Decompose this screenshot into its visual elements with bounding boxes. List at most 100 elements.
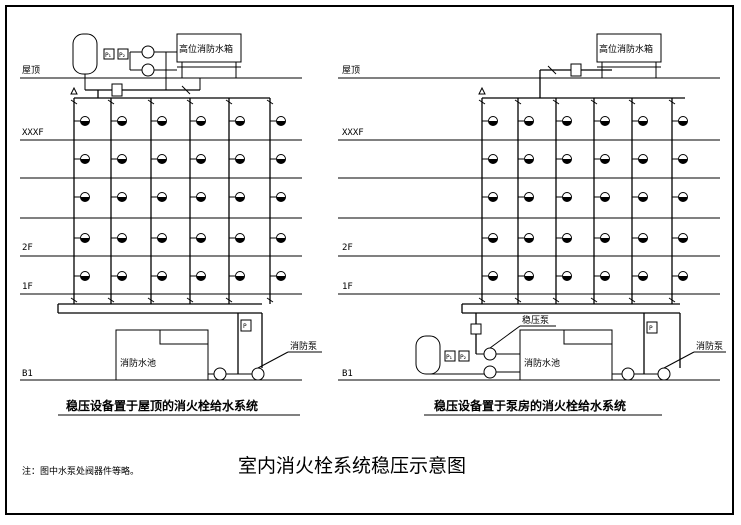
right-pressure-switch-p2-label: P₂ — [460, 354, 467, 361]
hydrant-fill — [488, 238, 498, 243]
hydrant-fill — [117, 159, 127, 164]
hydrant-fill — [117, 276, 127, 281]
riser-valve-icon — [266, 99, 274, 105]
hydrant-fill — [196, 276, 206, 281]
hydrant-fill — [276, 159, 286, 164]
right-floor-label-2f: 2F — [342, 243, 353, 253]
hydrant-fill — [524, 276, 534, 281]
hydrant-fill — [196, 121, 206, 126]
left-pressure-switch-p1 — [103, 48, 115, 60]
hydrant-fill — [678, 276, 688, 281]
hydrant-fill — [562, 197, 572, 202]
left-pressure-switch-p — [240, 319, 252, 332]
hydrant-fill — [80, 276, 90, 281]
hydrant-fill — [678, 197, 688, 202]
left-pressure-vessel — [72, 33, 98, 75]
left-booster-pump-icon — [141, 45, 155, 59]
right-pressure-switch-p1-label: P₁ — [446, 354, 453, 361]
leader-line — [489, 325, 521, 349]
riser-valve-icon — [266, 297, 274, 303]
riser-valve-icon — [514, 99, 522, 105]
riser-valve-icon — [70, 297, 78, 303]
hydrant-fill — [235, 197, 245, 202]
right-fire-pump-icon — [621, 367, 635, 381]
hydrant-fill — [276, 276, 286, 281]
right-roof-water-tank — [596, 33, 662, 63]
right-booster-pump-icon — [483, 347, 497, 361]
right-fire-pump-icon — [657, 367, 671, 381]
right-exhaust-valve-icon — [478, 86, 486, 95]
left-floor-label-b1: B1 — [22, 369, 33, 379]
hydrant-fill — [600, 197, 610, 202]
right-pressure-switch-p1 — [444, 350, 456, 362]
hydrant-fill — [488, 159, 498, 164]
right-fire-pool-label: 消防水池 — [524, 357, 560, 369]
hydrant-fill — [562, 238, 572, 243]
right-booster-pump-icon — [483, 365, 497, 379]
hydrant-fill — [276, 197, 286, 202]
riser-valve-icon — [628, 99, 636, 105]
hydrant-fill — [80, 121, 90, 126]
left-flow-switch-icon — [111, 83, 123, 97]
hydrant-fill — [157, 159, 167, 164]
left-system-diagram: 屋顶 XXXF 2F 1F B1 高位消防水箱 P₁ P₂ — [20, 33, 322, 416]
hydrant-fill — [678, 238, 688, 243]
right-floor-label-b1: B1 — [342, 369, 353, 379]
right-floor-label-1f: 1F — [342, 282, 353, 292]
hydrant-fill — [562, 276, 572, 281]
right-check-valve-icon — [547, 65, 557, 75]
left-fire-pump-icon — [213, 367, 227, 381]
left-floor-label-2f: 2F — [22, 243, 33, 253]
hydrant-fill — [235, 276, 245, 281]
riser-valve-icon — [147, 297, 155, 303]
riser-valve-icon — [552, 99, 560, 105]
left-exhaust-valve-icon — [70, 86, 78, 95]
riser-valve-icon — [628, 297, 636, 303]
right-pressure-switch-p2 — [458, 350, 470, 362]
footnote: 注：图中水泵处阀器件等略。 — [22, 465, 139, 477]
hydrant-fill — [600, 121, 610, 126]
hydrant-fill — [196, 159, 206, 164]
hydrant-fill — [80, 159, 90, 164]
riser-valve-icon — [552, 297, 560, 303]
riser-valve-icon — [590, 297, 598, 303]
hydrant-fill — [638, 197, 648, 202]
left-caption: 稳压设备置于屋顶的消火栓给水系统 — [66, 398, 258, 413]
hydrant-fill — [562, 159, 572, 164]
hydrant-fill — [600, 276, 610, 281]
riser-valve-icon — [590, 99, 598, 105]
hydrant-fill — [235, 121, 245, 126]
hydrant-fill — [117, 238, 127, 243]
hydrant-fill — [117, 121, 127, 126]
riser-valve-icon — [478, 99, 486, 105]
right-caption: 稳压设备置于泵房的消火栓给水系统 — [434, 398, 626, 413]
right-pressure-switch-p — [646, 321, 658, 334]
hydrant-fill — [157, 276, 167, 281]
hydrant-fill — [562, 121, 572, 126]
right-system-diagram: 屋顶 XXXF 2F 1F B1 高位消防水箱 P₁ P₂ — [338, 33, 726, 416]
hydrant-fill — [488, 121, 498, 126]
riser-valve-icon — [186, 99, 194, 105]
riser-valve-icon — [514, 297, 522, 303]
riser-valve-icon — [668, 297, 676, 303]
riser-valve-icon — [668, 99, 676, 105]
risers-and-hydrants — [70, 86, 688, 304]
leader-line — [257, 351, 289, 369]
hydrant-fill — [117, 197, 127, 202]
riser-valve-icon — [225, 297, 233, 303]
right-booster-valve-icon — [470, 323, 482, 335]
left-pressure-switch-p2-label: P₂ — [119, 52, 126, 59]
right-fire-pump-label: 消防泵 — [696, 340, 723, 352]
hydrant-fill — [524, 159, 534, 164]
hydrant-fill — [524, 121, 534, 126]
pool-hatch — [159, 329, 209, 345]
left-pressure-switch-p2 — [117, 48, 129, 60]
left-floor-label-roof: 屋顶 — [22, 65, 40, 76]
right-floor-label-roof: 屋顶 — [342, 65, 360, 76]
riser-valve-icon — [186, 297, 194, 303]
leader-line — [663, 351, 695, 369]
hydrant-fill — [488, 276, 498, 281]
right-pressure-vessel — [415, 335, 441, 375]
right-booster-pump-label: 稳压泵 — [522, 314, 549, 326]
